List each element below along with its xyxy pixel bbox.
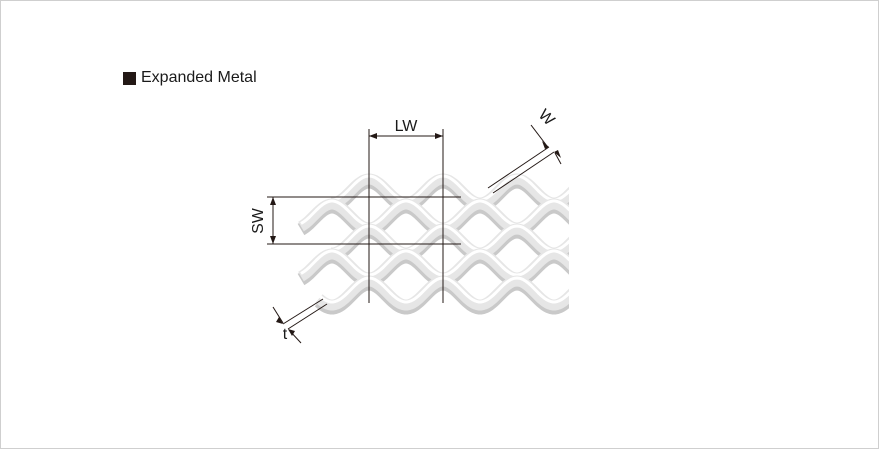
- legend: Expanded Metal: [123, 69, 257, 87]
- dimension-arrowheads: [270, 133, 561, 336]
- dimension-lines: [267, 124, 562, 344]
- w-extension-2: [492, 151, 555, 194]
- sw-arrow-bottom: [270, 236, 276, 244]
- t-extension-2: [287, 303, 328, 330]
- t-leader-top: [272, 306, 284, 324]
- mesh-strand-highlight: [331, 224, 569, 252]
- lw-label: LW: [395, 118, 419, 135]
- t-arrow-top: [276, 317, 283, 324]
- w-leader-top: [530, 124, 548, 147]
- mesh-strand: [327, 223, 569, 259]
- lw-arrow-left: [369, 133, 377, 139]
- lw-arrow-right: [435, 133, 443, 139]
- w-label: W: [535, 106, 558, 129]
- mesh-strand-highlight: [300, 199, 569, 227]
- t-label: t: [283, 326, 288, 343]
- w-arrow-bottom: [554, 150, 561, 158]
- t-extension-1: [282, 298, 324, 325]
- w-leader-bottom: [554, 152, 562, 165]
- sw-label: SW: [250, 207, 267, 234]
- legend-label: Expanded Metal: [141, 69, 257, 86]
- legend-marker: [123, 71, 136, 85]
- w-arrow-top: [542, 141, 549, 149]
- mesh-strand-highlight: [300, 249, 569, 277]
- sw-arrow-top: [270, 197, 276, 205]
- t-arrow-bottom: [288, 329, 295, 336]
- w-extension-1: [487, 146, 550, 189]
- mesh-strand: [327, 173, 569, 209]
- mesh-strand-highlight: [331, 174, 569, 202]
- mesh-strands: [296, 173, 569, 315]
- mesh-strand-highlight: [318, 276, 569, 304]
- mesh-strand: [315, 275, 569, 311]
